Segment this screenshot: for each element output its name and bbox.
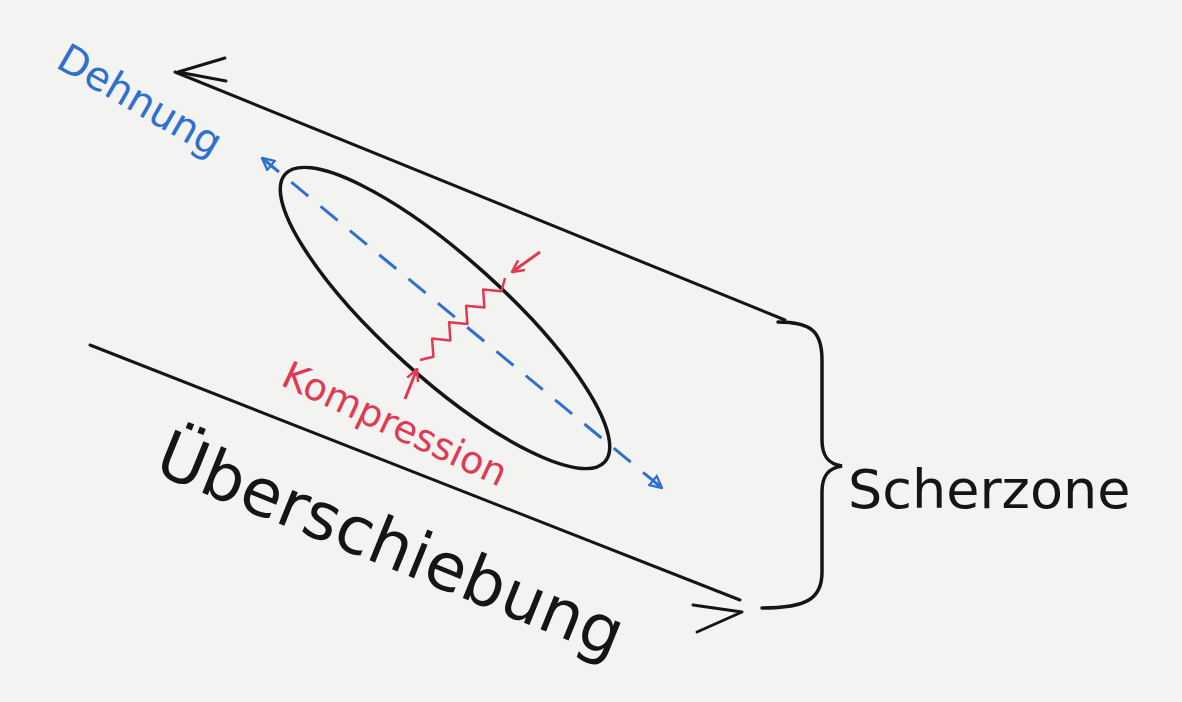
shear-sense-arrow [178, 58, 226, 81]
compression-arrow [405, 369, 417, 399]
thrust-label: Überschiebung [146, 418, 634, 671]
compression-arrow [512, 252, 540, 272]
shear-sense-arrow [693, 605, 742, 632]
shear-boundary-top [175, 72, 785, 320]
extension-label: Dehnung [50, 35, 230, 164]
shear-zone-brace [762, 322, 842, 608]
strain-ellipse [245, 130, 645, 507]
shear-zone-label: Scherzone [848, 460, 1130, 519]
compression-zigzag [420, 278, 505, 360]
